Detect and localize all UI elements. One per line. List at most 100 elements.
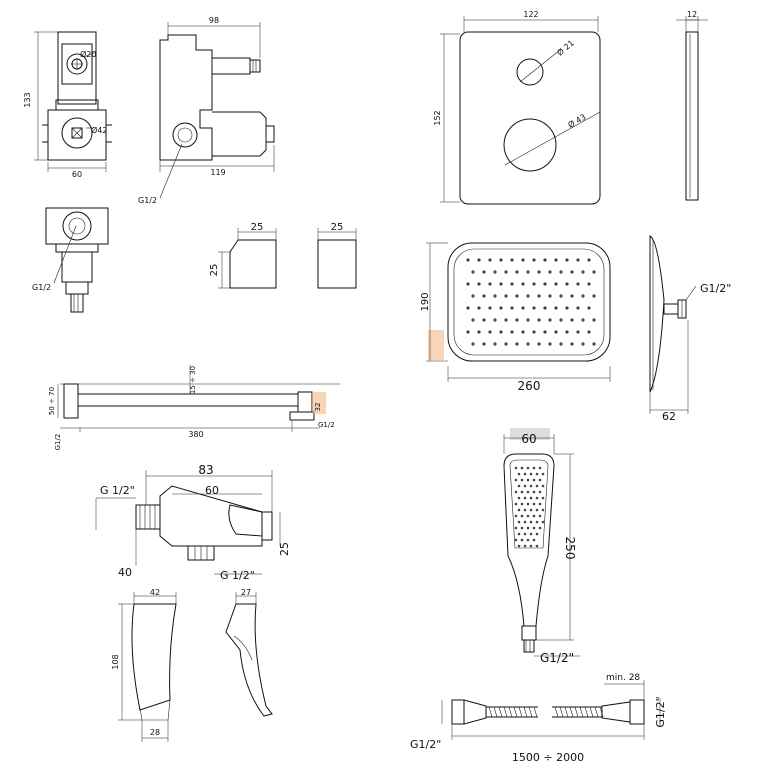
nozzle bbox=[565, 258, 569, 262]
nozzle bbox=[526, 466, 530, 470]
knob-a-width-label: 25 bbox=[251, 222, 264, 233]
nozzle bbox=[565, 306, 569, 310]
nozzle bbox=[541, 520, 545, 524]
nozzle bbox=[482, 342, 486, 346]
nozzle bbox=[520, 514, 524, 518]
hose-coil-right bbox=[552, 706, 604, 718]
hand-thread-label: G1/2" bbox=[540, 651, 574, 665]
nozzle bbox=[514, 526, 518, 530]
nozzle bbox=[529, 544, 533, 548]
valve-bore-label: Ø20 bbox=[80, 49, 96, 59]
nozzle bbox=[482, 294, 486, 298]
nozzle bbox=[576, 258, 580, 262]
outlet-thread-bottom-label: G 1/2" bbox=[220, 569, 255, 582]
spout-height-label: 108 bbox=[111, 654, 120, 669]
nozzle bbox=[543, 330, 547, 334]
nozzle bbox=[543, 306, 547, 310]
cover-plate: Ø 21 Ø 43 122 152 bbox=[433, 10, 601, 205]
nozzle bbox=[592, 294, 596, 298]
nozzle bbox=[587, 330, 591, 334]
head-height-label: 190 bbox=[420, 292, 431, 311]
nozzle bbox=[466, 330, 470, 334]
wall-outlet: 83 60 G 1/2" 25 40 G 1/2" bbox=[95, 463, 291, 582]
outlet-side-label: 25 bbox=[278, 542, 291, 556]
nozzle bbox=[529, 484, 533, 488]
hand-width-label: 60 bbox=[521, 432, 536, 446]
arm-thread-left-label: G1/2 bbox=[54, 434, 62, 451]
shower-head-front: 190 260 bbox=[420, 242, 611, 393]
nozzle bbox=[535, 484, 539, 488]
nozzle bbox=[520, 502, 524, 506]
nozzle bbox=[541, 484, 545, 488]
nozzle bbox=[554, 306, 558, 310]
nozzle bbox=[581, 270, 585, 274]
valve-width-label: 60 bbox=[72, 170, 82, 179]
spout-front: 42 108 28 bbox=[111, 588, 177, 742]
arm-length-label: 380 bbox=[188, 430, 203, 439]
nozzle bbox=[517, 532, 521, 536]
nozzle bbox=[488, 330, 492, 334]
nozzle bbox=[570, 294, 574, 298]
nozzle bbox=[493, 318, 497, 322]
nozzle bbox=[477, 282, 481, 286]
nozzle bbox=[515, 318, 519, 322]
hose-thread-right-label: G1/2" bbox=[654, 696, 667, 727]
nozzle bbox=[559, 270, 563, 274]
nozzle bbox=[538, 478, 542, 482]
nozzle bbox=[576, 282, 580, 286]
nozzle bbox=[526, 294, 530, 298]
nozzle bbox=[466, 258, 470, 262]
plate-width-label: 122 bbox=[523, 10, 538, 19]
spout-bottom-label: 28 bbox=[150, 728, 160, 737]
nozzle bbox=[543, 282, 547, 286]
nozzle bbox=[570, 318, 574, 322]
nozzle bbox=[526, 342, 530, 346]
nozzle bbox=[554, 258, 558, 262]
head-depth-label: 62 bbox=[662, 410, 676, 423]
nozzle bbox=[499, 330, 503, 334]
nozzle bbox=[541, 472, 545, 476]
nozzle bbox=[581, 318, 585, 322]
nozzle bbox=[537, 342, 541, 346]
nozzle bbox=[523, 496, 527, 500]
valve-height-label: 133 bbox=[23, 92, 32, 107]
nozzle bbox=[515, 294, 519, 298]
nozzle bbox=[510, 282, 514, 286]
nozzle bbox=[554, 330, 558, 334]
hose-coil-left bbox=[486, 706, 538, 718]
nozzle bbox=[499, 282, 503, 286]
shower-head-side: G1/2" 62 bbox=[649, 235, 731, 423]
nozzle bbox=[532, 538, 536, 542]
arm-thread-right-label: G1/2 bbox=[318, 421, 335, 429]
nozzle bbox=[510, 330, 514, 334]
nozzle bbox=[504, 342, 508, 346]
nozzle bbox=[548, 294, 552, 298]
nozzle bbox=[587, 282, 591, 286]
nozzle bbox=[510, 258, 514, 262]
valve-front-view: 133 Ø20 Ø42 60 bbox=[23, 31, 112, 179]
spout-top-label: 42 bbox=[150, 588, 160, 597]
nozzle bbox=[521, 306, 525, 310]
plate-small-hole-label: Ø 21 bbox=[555, 38, 576, 58]
nozzle bbox=[520, 538, 524, 542]
nozzle bbox=[565, 282, 569, 286]
nozzle bbox=[466, 282, 470, 286]
valve-side-view: 98 119 G1/2 bbox=[138, 16, 275, 205]
nozzle bbox=[471, 294, 475, 298]
knob-a: 25 25 bbox=[209, 222, 277, 289]
nozzle bbox=[592, 342, 596, 346]
nozzle bbox=[529, 508, 533, 512]
nozzle bbox=[526, 490, 530, 494]
nozzle bbox=[514, 490, 518, 494]
nozzle bbox=[520, 490, 524, 494]
nozzle bbox=[538, 490, 542, 494]
valve-side-top-label: 98 bbox=[209, 16, 219, 25]
nozzle bbox=[526, 478, 530, 482]
outlet-base-label: 40 bbox=[118, 566, 132, 579]
nozzle bbox=[535, 532, 539, 536]
nozzle bbox=[570, 342, 574, 346]
nozzle bbox=[521, 258, 525, 262]
nozzle bbox=[526, 270, 530, 274]
nozzle bbox=[537, 318, 541, 322]
nozzle bbox=[477, 330, 481, 334]
